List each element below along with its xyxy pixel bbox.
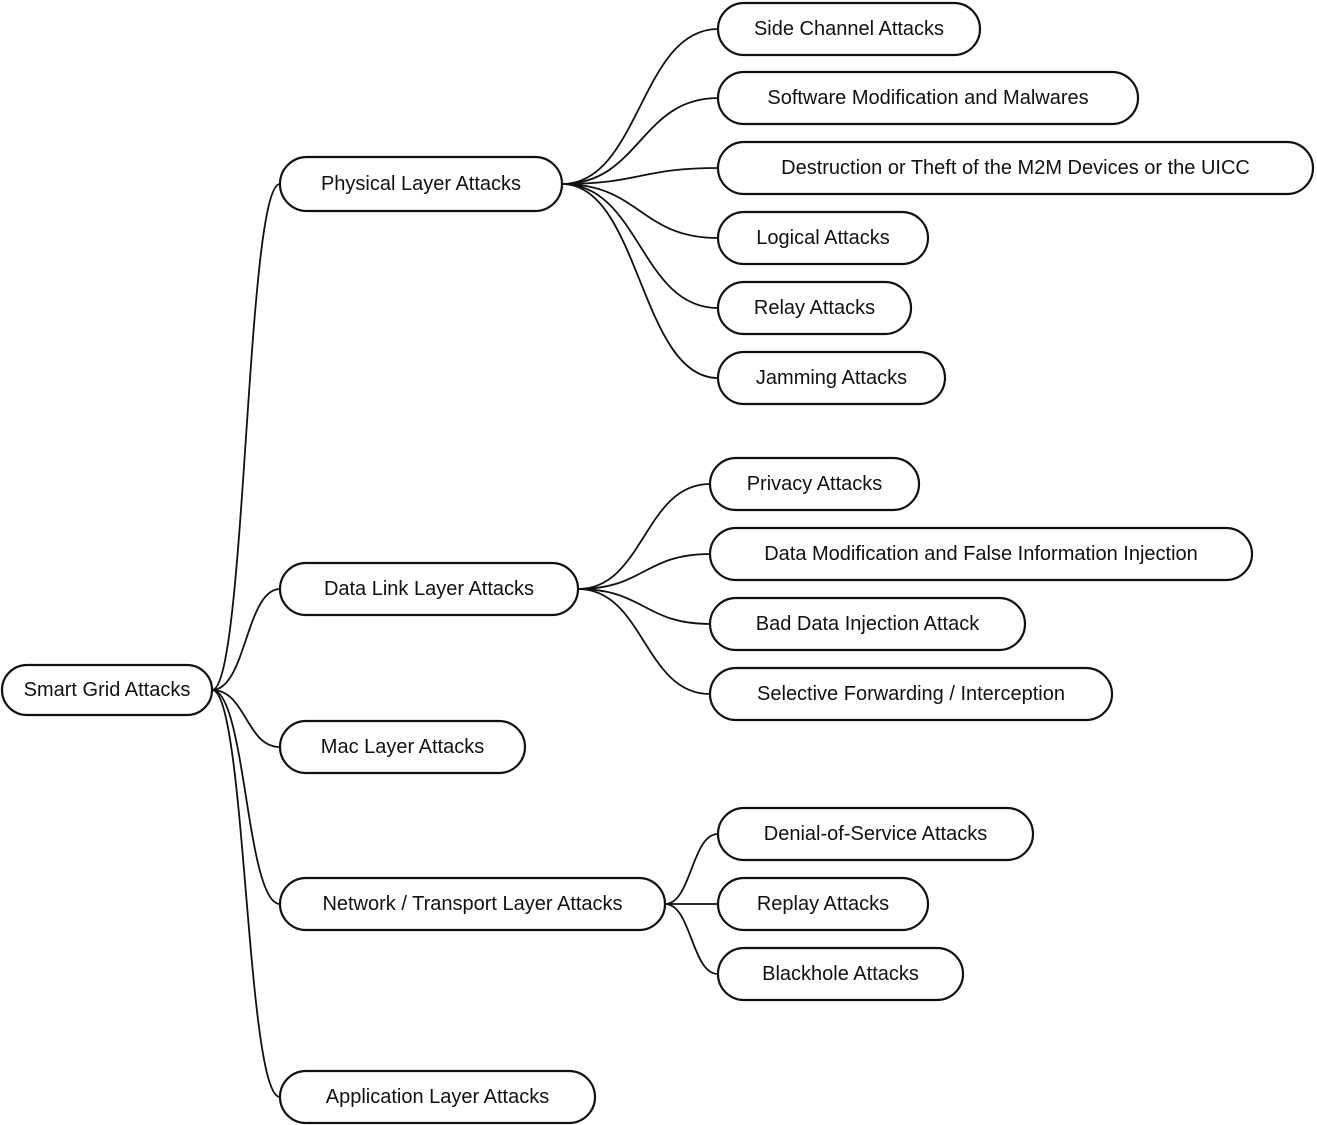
node-shape (716, 806, 1035, 862)
node-shape (708, 596, 1027, 652)
node-shape (278, 719, 527, 775)
edge-physical-layer-attacks-to-software-modification-and-malwares (561, 97, 719, 185)
node-shape (716, 876, 930, 932)
node-label: Selective Forwarding / Interception (757, 683, 1065, 705)
node-shape (708, 526, 1254, 582)
node-physical-layer-attacks: Physical Layer Attacks (278, 155, 564, 213)
node-label: Denial-of-Service Attacks (764, 823, 987, 845)
node-shape (716, 140, 1315, 196)
node-label: Blackhole Attacks (762, 963, 919, 985)
node-shape (716, 210, 930, 266)
node-selective-forwarding: Selective Forwarding / Interception (708, 666, 1114, 722)
edge-smart-grid-attacks-to-application-layer-attacks (211, 689, 281, 1098)
node-shape (708, 456, 921, 512)
edge-data-link-layer-attacks-to-data-modification (577, 553, 711, 590)
node-shape (716, 946, 965, 1002)
node-destruction-or-theft: Destruction or Theft of the M2M Devices … (716, 140, 1315, 196)
edge-network-transport-layer-attacks-to-blackhole-attacks (664, 903, 719, 975)
node-shape (278, 1069, 597, 1125)
edge-data-link-layer-attacks-to-bad-data-injection-attack (577, 588, 711, 625)
node-label: Replay Attacks (757, 893, 889, 915)
node-software-modification-and-malwares: Software Modification and Malwares (716, 70, 1140, 126)
node-shape (278, 876, 667, 932)
node-label: Privacy Attacks (747, 473, 883, 495)
node-logical-attacks: Logical Attacks (716, 210, 930, 266)
node-side-channel-attacks: Side Channel Attacks (716, 1, 982, 57)
node-bad-data-injection-attack: Bad Data Injection Attack (708, 596, 1027, 652)
node-shape (716, 1, 982, 57)
node-jamming-attacks: Jamming Attacks (716, 350, 947, 406)
node-label: Data Modification and False Information … (764, 543, 1198, 565)
edge-physical-layer-attacks-to-logical-attacks (561, 183, 719, 239)
node-label: Physical Layer Attacks (321, 173, 521, 195)
edge-network-transport-layer-attacks-to-denial-of-service-attacks (664, 833, 719, 905)
edge-physical-layer-attacks-to-destruction-or-theft (561, 167, 719, 185)
node-smart-grid-attacks: Smart Grid Attacks (0, 663, 214, 717)
node-replay-attacks: Replay Attacks (716, 876, 930, 932)
diagram-edges (211, 28, 719, 1098)
node-privacy-attacks: Privacy Attacks (708, 456, 921, 512)
node-shape (716, 280, 913, 336)
node-shape (716, 70, 1140, 126)
edge-physical-layer-attacks-to-relay-attacks (561, 183, 719, 309)
node-label: Mac Layer Attacks (321, 736, 484, 758)
edge-smart-grid-attacks-to-data-link-layer-attacks (211, 588, 281, 691)
node-application-layer-attacks: Application Layer Attacks (278, 1069, 597, 1125)
node-label: Logical Attacks (756, 227, 889, 249)
edge-smart-grid-attacks-to-mac-layer-attacks (211, 689, 281, 748)
node-denial-of-service-attacks: Denial-of-Service Attacks (716, 806, 1035, 862)
node-relay-attacks: Relay Attacks (716, 280, 913, 336)
node-label: Software Modification and Malwares (767, 87, 1088, 109)
edge-data-link-layer-attacks-to-privacy-attacks (577, 483, 711, 590)
node-label: Network / Transport Layer Attacks (322, 893, 622, 915)
node-shape (278, 561, 580, 617)
node-shape (0, 663, 214, 717)
node-label: Bad Data Injection Attack (756, 613, 980, 635)
node-label: Application Layer Attacks (326, 1086, 549, 1108)
edge-data-link-layer-attacks-to-selective-forwarding (577, 588, 711, 695)
node-label: Jamming Attacks (756, 367, 907, 389)
node-mac-layer-attacks: Mac Layer Attacks (278, 719, 527, 775)
node-network-transport-layer-attacks: Network / Transport Layer Attacks (278, 876, 667, 932)
node-label: Relay Attacks (754, 297, 875, 319)
node-label: Destruction or Theft of the M2M Devices … (781, 157, 1250, 179)
edge-smart-grid-attacks-to-network-transport-layer-attacks (211, 689, 281, 905)
node-label: Data Link Layer Attacks (324, 578, 534, 600)
node-label: Side Channel Attacks (754, 18, 944, 40)
node-blackhole-attacks: Blackhole Attacks (716, 946, 965, 1002)
node-data-link-layer-attacks: Data Link Layer Attacks (278, 561, 580, 617)
edge-physical-layer-attacks-to-jamming-attacks (561, 183, 719, 379)
edge-smart-grid-attacks-to-physical-layer-attacks (211, 183, 281, 691)
node-label: Smart Grid Attacks (24, 679, 191, 701)
node-data-modification: Data Modification and False Information … (708, 526, 1254, 582)
node-shape (708, 666, 1114, 722)
node-shape (278, 155, 564, 213)
node-shape (716, 350, 947, 406)
edge-physical-layer-attacks-to-side-channel-attacks (561, 28, 719, 185)
